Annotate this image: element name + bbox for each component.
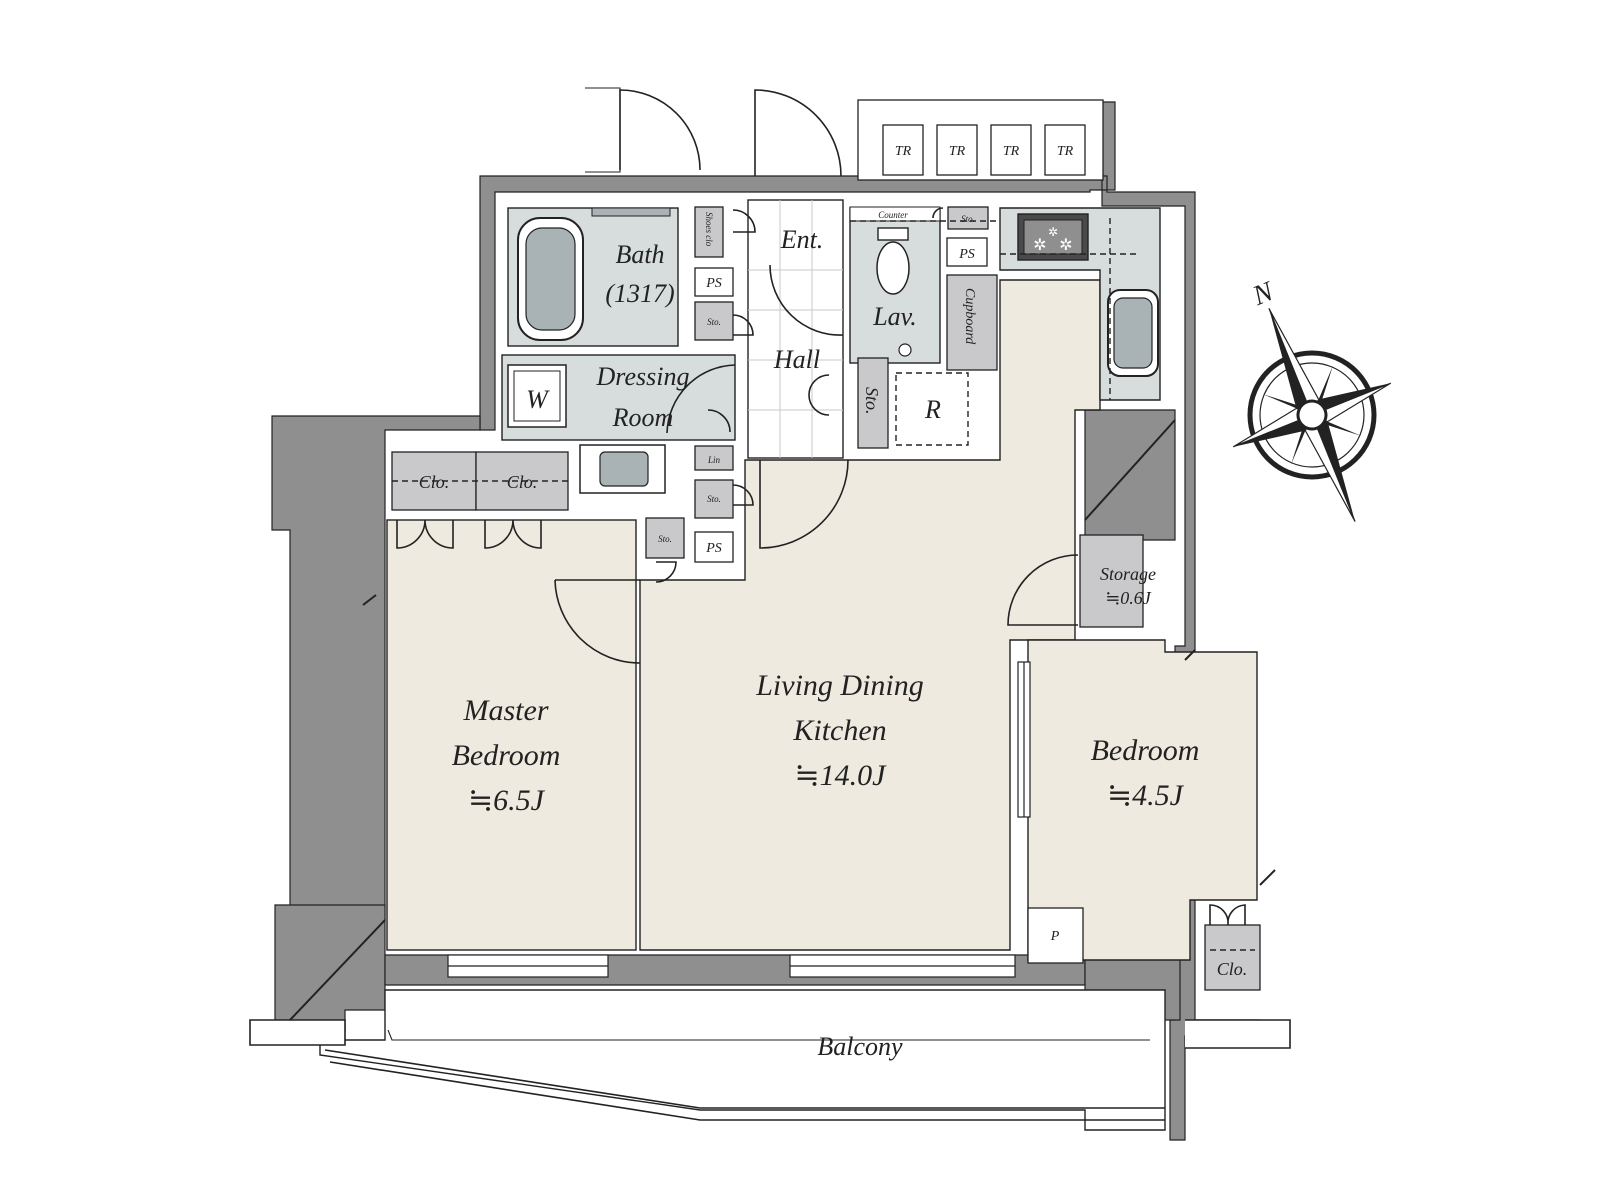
door-swings bbox=[396, 87, 1246, 926]
sto-label-1: Sto. bbox=[707, 317, 721, 327]
closet-label-2: Clo. bbox=[507, 472, 538, 492]
ps-box-1 bbox=[694, 267, 734, 297]
sto-label-2: Sto. bbox=[707, 494, 721, 504]
room-labels: Bath (1317) Ent. Lav. Hall Dressing Room… bbox=[452, 210, 1200, 1061]
service-door bbox=[619, 89, 701, 171]
refrigerator-label: R bbox=[924, 395, 941, 424]
small-labels: PS PS PS Sto. Sto. Sto. Sto. Sto. Clo. C… bbox=[419, 144, 1248, 979]
pipe-space-box bbox=[1027, 907, 1084, 964]
room-floors bbox=[319, 199, 1258, 1131]
bathtub bbox=[517, 207, 671, 341]
lavatory-label: Lav. bbox=[872, 302, 917, 331]
shoes-closet-block bbox=[694, 206, 724, 258]
tr-label-4: TR bbox=[1057, 144, 1074, 159]
balcony-railing bbox=[249, 1019, 1291, 1121]
ldk-label-1: Living Dining bbox=[755, 669, 924, 702]
washer-pan bbox=[507, 364, 567, 428]
lavatory-door bbox=[769, 264, 844, 336]
dressing-room-label-2: Room bbox=[612, 403, 674, 432]
dressing-room-label-1: Dressing bbox=[596, 362, 690, 391]
tr-units bbox=[857, 99, 1104, 181]
closet-rails bbox=[392, 218, 1255, 951]
ps-label-1: PS bbox=[705, 276, 722, 291]
tr-label-3: TR bbox=[1003, 144, 1020, 159]
tr-box-4 bbox=[1044, 124, 1086, 176]
ps-box-2 bbox=[694, 531, 734, 563]
storage-label: Storage bbox=[1100, 564, 1156, 584]
counter-label: Counter bbox=[878, 210, 908, 220]
master-bedroom-floor bbox=[386, 519, 637, 951]
refrigerator-space bbox=[895, 372, 969, 446]
sto-label-4: Sto. bbox=[961, 214, 975, 224]
bath-label: Bath bbox=[615, 240, 664, 269]
sto-block-1 bbox=[694, 301, 734, 341]
svg-text:✲: ✲ bbox=[1033, 235, 1046, 254]
tr-box-3 bbox=[990, 124, 1032, 176]
shoes-closet-label: Shoes clo bbox=[704, 212, 714, 247]
wall-accents bbox=[289, 419, 1276, 1021]
sto-block-2 bbox=[694, 479, 734, 519]
hall-label: Hall bbox=[773, 345, 820, 374]
storage-area: ≒0.6J bbox=[1105, 588, 1152, 608]
compass-north-label: N bbox=[1248, 276, 1279, 313]
ps-boxes bbox=[694, 237, 1084, 964]
stove: ✲ ✲ ✲ bbox=[1017, 213, 1089, 261]
hall-storage-block bbox=[857, 357, 889, 449]
ps-label-2: PS bbox=[705, 541, 722, 556]
entrance-label: Ent. bbox=[780, 225, 824, 254]
storage-blocks bbox=[391, 206, 1261, 991]
tr-label-1: TR bbox=[895, 144, 912, 159]
kitchen-sink bbox=[1107, 289, 1159, 377]
ldk-floor bbox=[639, 279, 1101, 951]
wash-basin bbox=[579, 444, 666, 494]
bedroom-label: Bedroom bbox=[1091, 734, 1200, 767]
entrance-door bbox=[754, 89, 842, 177]
svg-text:✲: ✲ bbox=[1059, 235, 1072, 254]
toilet bbox=[876, 227, 912, 357]
closet-label-3: Clo. bbox=[1217, 959, 1248, 979]
balcony-label: Balcony bbox=[817, 1032, 903, 1061]
compass-rose-icon: N bbox=[1232, 276, 1392, 522]
master-bedroom-area: ≒6.5J bbox=[468, 784, 546, 817]
dressing-door bbox=[666, 364, 736, 434]
sto-label-3: Sto. bbox=[658, 534, 672, 544]
windows bbox=[447, 661, 1031, 978]
bedroom-closet-block bbox=[1204, 924, 1261, 991]
ps-box-3 bbox=[946, 237, 988, 267]
tr-label-2: TR bbox=[949, 144, 966, 159]
pipe-space-label: P bbox=[1050, 929, 1060, 944]
lin-label: Lin bbox=[707, 455, 721, 465]
storage-door bbox=[1007, 554, 1079, 626]
master-bedroom-label-1: Master bbox=[463, 694, 549, 727]
ps-label-3: PS bbox=[958, 247, 975, 262]
master-bedroom-label-2: Bedroom bbox=[452, 739, 561, 772]
washer-label: W bbox=[526, 385, 550, 414]
balcony-floor bbox=[319, 989, 1166, 1131]
ldk-label-2: Kitchen bbox=[792, 714, 886, 747]
closet-label-1: Clo. bbox=[419, 472, 450, 492]
svg-text:✲: ✲ bbox=[1048, 225, 1058, 239]
cupboard-block bbox=[946, 274, 998, 371]
bedroom-area: ≒4.5J bbox=[1107, 779, 1185, 812]
storage-room-block bbox=[1079, 534, 1144, 628]
ldk-door bbox=[759, 459, 849, 549]
cupboard-label: Cupboard bbox=[962, 288, 977, 345]
lin-block bbox=[694, 445, 734, 471]
bath-size-label: (1317) bbox=[605, 279, 674, 308]
master-bedroom-door bbox=[554, 579, 641, 664]
sto-block-3 bbox=[645, 517, 685, 559]
tr-box-1 bbox=[882, 124, 924, 176]
hall-storage-label: Sto. bbox=[862, 387, 882, 415]
sto-block-4 bbox=[947, 206, 989, 230]
tr-box-2 bbox=[936, 124, 978, 176]
ldk-area: ≒14.0J bbox=[795, 759, 888, 792]
